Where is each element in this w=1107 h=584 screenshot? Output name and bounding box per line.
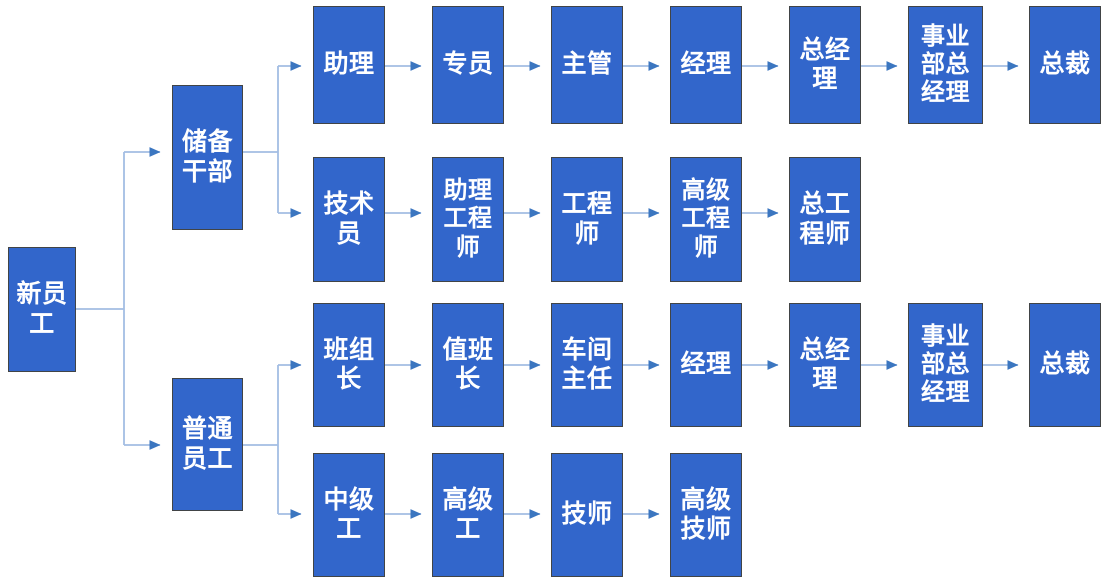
node-senior-technician[interactable]: 高级技师 [670,453,742,577]
node-technician[interactable]: 技师 [551,453,623,577]
node-workshop-director[interactable]: 车间主任 [551,303,623,427]
node-division-gm-2[interactable]: 事业部总经理 [908,303,983,427]
node-manager-2[interactable]: 经理 [670,303,742,427]
node-engineer[interactable]: 工程师 [551,157,623,282]
node-specialist[interactable]: 专员 [432,6,504,124]
node-manager[interactable]: 经理 [670,6,742,124]
node-senior-worker[interactable]: 高级工 [432,453,504,577]
node-supervisor[interactable]: 主管 [551,6,623,124]
node-reserve-cadre[interactable]: 储备干部 [172,85,243,230]
node-assistant[interactable]: 助理 [313,6,385,124]
node-shift-leader[interactable]: 值班长 [432,303,504,427]
node-chief-engineer[interactable]: 总工程师 [789,157,861,282]
node-new-employee[interactable]: 新员工 [8,247,76,372]
node-team-leader[interactable]: 班组长 [313,303,385,427]
node-intermediate-worker[interactable]: 中级工 [313,453,385,577]
node-assistant-engineer[interactable]: 助理工程师 [432,157,504,282]
node-regular-staff[interactable]: 普通员工 [172,378,243,511]
node-senior-engineer[interactable]: 高级工程师 [670,157,742,282]
node-technician-entry[interactable]: 技术员 [313,157,385,282]
node-general-manager-2[interactable]: 总经理 [789,303,861,427]
node-division-gm[interactable]: 事业部总经理 [908,6,983,124]
node-president[interactable]: 总裁 [1029,6,1101,124]
node-president-2[interactable]: 总裁 [1029,303,1101,427]
node-general-manager[interactable]: 总经理 [789,6,861,124]
